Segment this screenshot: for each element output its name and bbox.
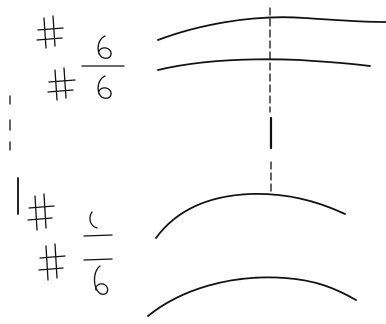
fraction-six-over-six [81,35,125,99]
sharp-symbol-bottom-1 [27,193,55,231]
staff-arc-bottom-2 [147,276,357,317]
staff-line-top-2 [157,58,371,71]
sharp-symbol-top-1 [36,15,64,49]
staff-line-top-1 [157,16,386,41]
sharp-symbol-bottom-2 [38,243,66,281]
staff-arc-bottom-1 [155,193,346,239]
fraction-five-over-six [83,211,113,295]
sharp-symbol-top-2 [47,67,76,101]
